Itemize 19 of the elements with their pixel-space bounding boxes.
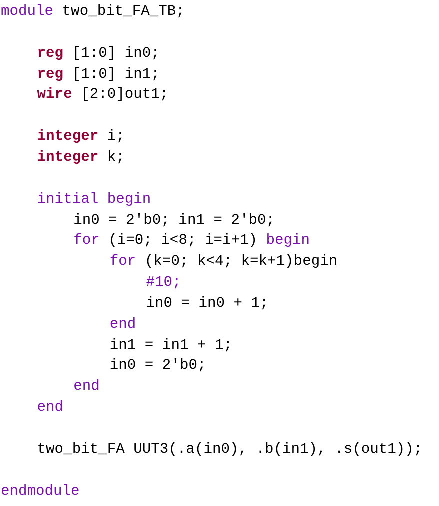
code-line: endmodule	[1, 482, 80, 501]
code-line: two_bit_FA UUT3(.a(in0), .b(in1), .s(out1));	[37, 440, 423, 459]
code-line: in0 = in0 + 1;	[146, 294, 269, 313]
code-line: in1 = in1 + 1;	[110, 336, 232, 355]
code-line: initial begin	[37, 190, 152, 209]
code-line: integer k;	[37, 148, 125, 167]
code-line: wire [2:0]out1;	[37, 86, 169, 104]
code-line: for (k=0; k<4; k=k+1)begin	[110, 253, 338, 272]
code-line: end	[74, 378, 100, 396]
code-line: reg [1:0] in1;	[37, 66, 160, 84]
code-line: in0 = 2'b0;	[110, 357, 206, 376]
code-line: reg [1:0] in0;	[37, 44, 160, 63]
code-line: end	[37, 399, 64, 418]
code-line: for (i=0; i<8; i=i+1) begin	[74, 232, 310, 250]
code-line: module two_bit_FA_TB;	[1, 3, 185, 21]
code-line: end	[110, 316, 136, 334]
code-line: in0 = 2'b0; in1 = 2'b0;	[74, 212, 276, 230]
code-line: integer i;	[37, 128, 125, 146]
code-line: #10;	[146, 274, 182, 292]
